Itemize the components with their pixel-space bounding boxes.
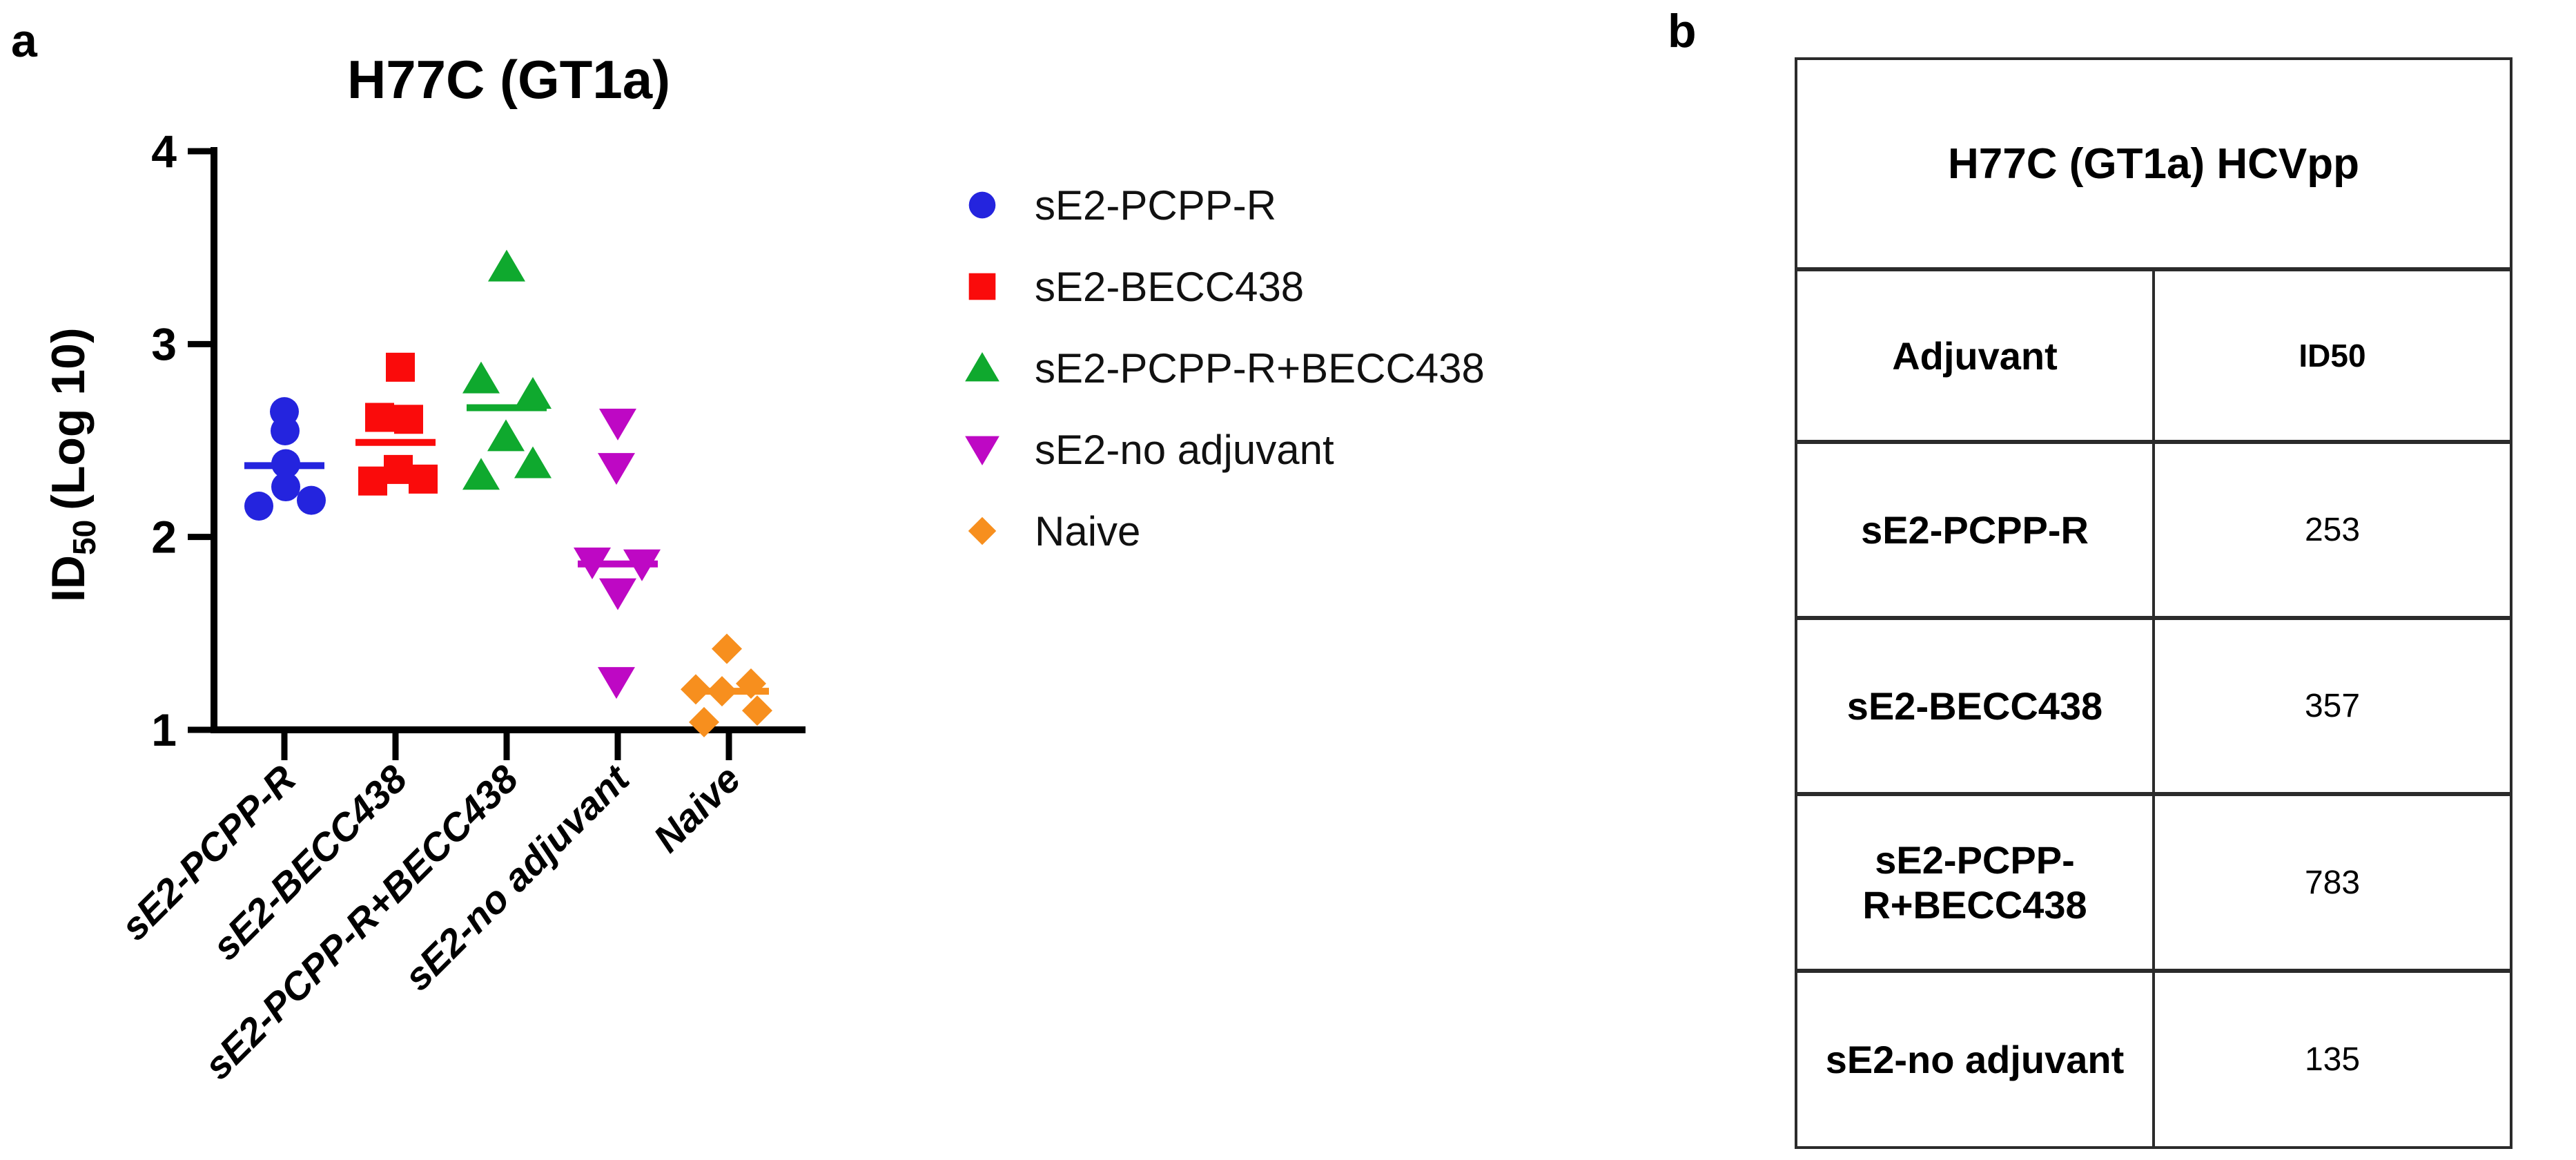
- table-title: H77C (GT1a) HCVpp: [1795, 57, 2512, 271]
- id50-value-cell: 135: [2152, 969, 2512, 1149]
- square-legend-icon: [968, 273, 996, 300]
- y-tick-label: 1: [151, 704, 177, 755]
- y-tick-label: 2: [151, 512, 177, 563]
- square-marker: [409, 464, 438, 494]
- adjuvant-cell: sE2-PCPP-R: [1795, 440, 2155, 619]
- axes: 4321sE2-PCPP-RsE2-BECC438sE2-PCPP-R+BECC…: [113, 126, 806, 1088]
- square-marker: [968, 273, 996, 300]
- triangle-up-marker: [462, 458, 500, 490]
- square-marker: [386, 352, 415, 382]
- triangle-up-marker: [487, 419, 525, 452]
- column-header-id50: ID50: [2152, 268, 2512, 444]
- series-naive: [681, 633, 772, 737]
- triangle-up-marker: [514, 446, 552, 478]
- legend-label: sE2-BECC438: [1035, 263, 1305, 310]
- y-axis-label-main: ID: [42, 555, 95, 602]
- adjuvant-cell: sE2-BECC438: [1795, 616, 2155, 795]
- legend-item: sE2-BECC438: [963, 246, 1485, 327]
- adjuvant-cell: sE2-PCPP-R+BECC438: [1795, 792, 2155, 972]
- id50-value-cell: 253: [2152, 440, 2512, 619]
- triangle-up-marker: [462, 361, 500, 394]
- circle-marker: [271, 416, 300, 446]
- x-tick-label: Naive: [645, 757, 748, 860]
- diamond-legend-icon: [968, 516, 997, 545]
- triangle-down-legend-icon: [965, 436, 999, 465]
- table-header-row: Adjuvant ID50: [1795, 268, 2512, 444]
- circle-marker: [244, 491, 273, 521]
- id50-value-cell: 783: [2152, 792, 2512, 972]
- legend-label: sE2-no adjuvant: [1035, 426, 1334, 473]
- square-marker: [358, 466, 387, 496]
- id50-value-cell: 357: [2152, 616, 2512, 795]
- circle-marker: [271, 472, 300, 502]
- y-tick-label: 4: [151, 126, 177, 177]
- triangle-down-marker: [599, 578, 636, 610]
- legend-item: Naive: [963, 490, 1485, 572]
- square-marker: [384, 454, 413, 484]
- legend-label: sE2-PCPP-R+BECC438: [1035, 345, 1485, 392]
- triangle-down-marker: [965, 436, 999, 465]
- scatter-plot: H77C (GT1a) ID50(Log 10) 4321sE2-PCPP-Rs…: [42, 49, 806, 1088]
- series-se2-becc438: [355, 352, 438, 496]
- circle-marker: [968, 191, 996, 219]
- legend-item: sE2-PCPP-R: [963, 164, 1485, 246]
- column-header-adjuvant: Adjuvant: [1795, 268, 2155, 444]
- diamond-marker: [742, 695, 772, 726]
- diamond-marker: [689, 706, 719, 737]
- circle-marker: [297, 485, 326, 515]
- y-axis-label-subscript: 50: [66, 520, 102, 555]
- diamond-marker: [712, 633, 742, 664]
- square-marker: [365, 403, 394, 432]
- triangle-up-marker: [965, 352, 999, 382]
- triangle-down-marker: [598, 667, 635, 699]
- y-axis-label-rest: (Log 10): [42, 327, 95, 510]
- legend-item: sE2-no adjuvant: [963, 409, 1485, 490]
- series-se2-pcpp-r-becc438: [462, 249, 552, 490]
- triangle-up-legend-icon: [965, 352, 999, 382]
- legend-label: sE2-PCPP-R: [1035, 182, 1277, 229]
- triangle-down-marker: [598, 453, 635, 485]
- chart-legend: sE2-PCPP-R sE2-BECC438 sE2-PCPP-R+BECC438 s…: [963, 164, 1485, 572]
- series-se2-no-adjuvant: [574, 408, 661, 699]
- y-tick-label: 3: [151, 318, 177, 369]
- circle-legend-icon: [968, 191, 996, 219]
- x-tick-label: sE2-BECC438: [204, 756, 416, 968]
- diamond-marker: [968, 516, 997, 545]
- table-title-row: H77C (GT1a) HCVpp: [1795, 57, 2512, 271]
- data-points: [244, 249, 772, 737]
- triangle-down-marker: [599, 408, 636, 441]
- triangle-up-marker: [488, 249, 525, 282]
- adjuvant-cell: sE2-no adjuvant: [1795, 969, 2155, 1149]
- square-marker: [394, 405, 423, 434]
- panel-b-label: b: [1668, 5, 1697, 57]
- id50-table: H77C (GT1a) HCVpp Adjuvant ID50 sE2-PCPP…: [1795, 57, 2512, 1149]
- legend-label: Naive: [1035, 508, 1141, 554]
- triangle-up-marker: [514, 376, 552, 409]
- chart-title: H77C (GT1a): [347, 49, 670, 110]
- legend-item: sE2-PCPP-R+BECC438: [963, 327, 1485, 409]
- series-se2-pcpp-r: [244, 397, 326, 521]
- y-axis-label: ID50 (Log 10): [42, 327, 102, 602]
- panel-a-label: a: [11, 14, 37, 67]
